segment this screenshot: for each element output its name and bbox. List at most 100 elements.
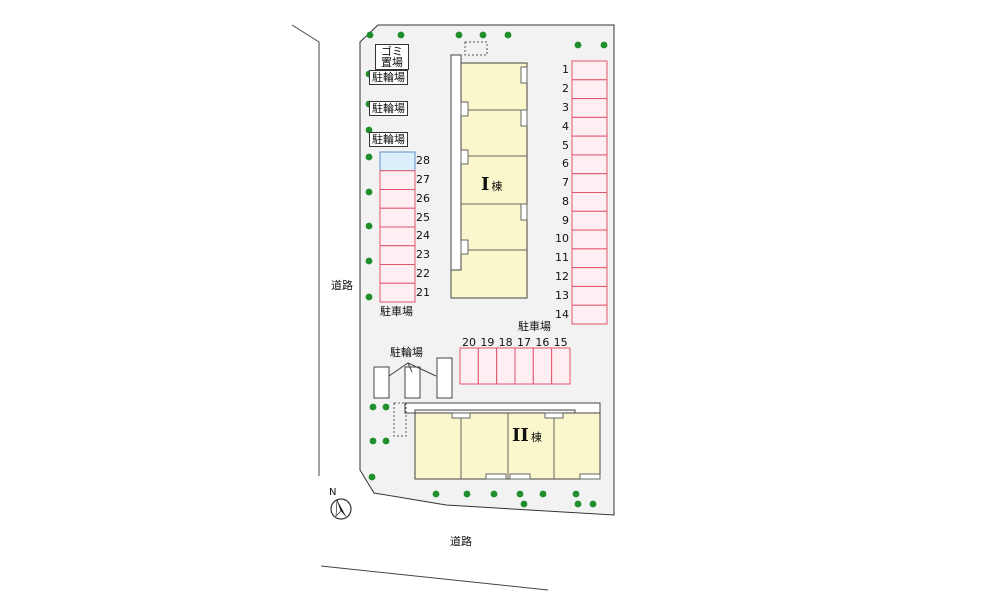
unit-notch <box>509 473 531 480</box>
parking-space-number: 16 <box>535 336 550 349</box>
entrance-west-dashed <box>393 402 407 437</box>
tree <box>574 41 582 49</box>
tree <box>455 31 463 39</box>
west-road-edge <box>291 24 320 476</box>
parking-space <box>532 347 553 385</box>
parking-space-number: 15 <box>553 336 568 349</box>
compass-north-letter: N <box>329 487 337 498</box>
building-2-numeral: II <box>512 425 529 446</box>
building-2-wall-top <box>404 402 601 414</box>
parking-space <box>379 189 416 209</box>
parking-space <box>571 98 608 118</box>
bike-label-leader <box>407 362 413 373</box>
parking-space <box>379 264 416 284</box>
parking-space-number: 23 <box>416 248 430 262</box>
tree <box>539 490 547 498</box>
parking-center-label: 駐車場 <box>518 320 551 333</box>
unit-notch <box>451 412 471 419</box>
garbage-label-line2: 置場 <box>381 56 403 69</box>
building-2-suffix: 棟 <box>530 431 542 444</box>
tree <box>520 500 528 508</box>
parking-space-number: 18 <box>498 336 513 349</box>
tree <box>365 126 373 134</box>
garbage-area: ゴミ 置場 <box>375 44 409 70</box>
parking-space-number: 17 <box>517 336 531 349</box>
parking-space-special <box>379 151 416 172</box>
parking-space-number: 4 <box>562 119 569 133</box>
parking-space-number: 26 <box>416 191 430 205</box>
west-road-label: 道路 <box>331 279 353 292</box>
building-1-balcony <box>450 54 462 271</box>
parking-space <box>571 116 608 137</box>
parking-space <box>571 154 608 175</box>
parking-space <box>379 245 416 265</box>
tree <box>365 188 373 196</box>
parking-space-number: 10 <box>555 232 569 246</box>
parking-space-number: 8 <box>562 194 569 208</box>
unit-notch <box>460 101 469 117</box>
garbage-label-line1: ゴミ <box>381 45 403 58</box>
parking-space <box>571 79 608 100</box>
parking-space <box>379 282 416 303</box>
parking-space-number: 7 <box>562 176 569 190</box>
parking-space <box>551 347 571 385</box>
bike-parking-label: 駐輪場 <box>369 101 408 116</box>
tree <box>369 403 377 411</box>
parking-space <box>571 210 608 231</box>
parking-space-number: 21 <box>416 285 430 299</box>
tree <box>490 490 498 498</box>
tree <box>382 403 390 411</box>
tree <box>368 473 376 481</box>
bike-rack-group <box>373 357 453 399</box>
bike-rack <box>404 366 421 399</box>
parking-space <box>571 285 608 306</box>
parking-space <box>571 173 608 193</box>
bike-parking-label: 駐輪場 <box>369 132 408 147</box>
parking-space-number: 13 <box>555 288 569 302</box>
parking-space-number: 3 <box>562 100 569 114</box>
unit-notch <box>460 149 469 165</box>
parking-spaces <box>379 60 608 385</box>
parking-space <box>571 60 608 81</box>
tree <box>365 222 373 230</box>
unit-notch <box>520 109 528 127</box>
parking-space-number: 9 <box>562 213 569 227</box>
parking-space <box>571 135 608 156</box>
tree <box>463 490 471 498</box>
parking-space <box>571 229 608 250</box>
tree <box>572 490 580 498</box>
parking-space-number: 19 <box>480 336 495 349</box>
building-1-unit-dividers <box>460 66 528 255</box>
parking-space <box>477 347 498 385</box>
parking-space <box>571 304 608 325</box>
parking-west-label: 駐車場 <box>380 305 413 318</box>
parking-space <box>496 347 516 385</box>
parking-space <box>379 226 416 247</box>
tree <box>504 31 512 39</box>
tree <box>479 31 487 39</box>
building-2-unit-dividers <box>451 412 601 480</box>
building-1-suffix: 棟 <box>491 180 503 193</box>
bike-rack <box>436 357 453 399</box>
parking-space <box>379 207 416 228</box>
tree <box>382 437 390 445</box>
parking-space-number: 6 <box>562 157 569 171</box>
parking-space-number: 25 <box>416 210 430 224</box>
parking-space-number: 27 <box>416 173 430 187</box>
parking-space <box>514 347 534 385</box>
unit-notch <box>520 66 528 84</box>
parking-space <box>571 248 608 269</box>
parking-space <box>571 267 608 287</box>
tree <box>365 293 373 301</box>
tree <box>589 500 597 508</box>
parking-space-number: 11 <box>555 251 569 265</box>
parking-space-number: 22 <box>416 266 430 280</box>
tree <box>516 490 524 498</box>
parking-space <box>379 170 416 190</box>
unit-notch <box>460 239 469 255</box>
parking-space-number: 14 <box>555 307 569 321</box>
tree <box>365 153 373 161</box>
parking-space-number: 2 <box>562 82 569 96</box>
